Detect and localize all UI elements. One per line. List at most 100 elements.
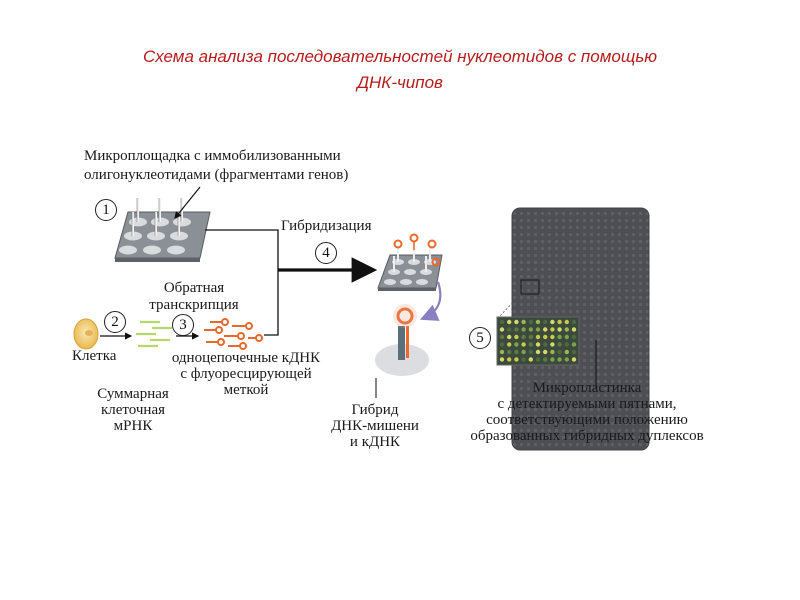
microplate-spot xyxy=(535,334,541,340)
microplate-line-3: соответствующими положению xyxy=(486,412,688,428)
microplate-spot xyxy=(535,327,541,332)
microplate-spot xyxy=(564,334,569,340)
microplate-spot xyxy=(550,327,555,332)
microplate-spot xyxy=(507,319,512,325)
microplate-spot xyxy=(528,327,533,332)
microplate-spot xyxy=(543,349,548,355)
microplate-spot xyxy=(564,342,569,347)
microplate-spot xyxy=(521,357,526,362)
microplatform-label-line-2: олигонуклеотидами (фрагментами генов) xyxy=(84,167,349,183)
microplate-spot xyxy=(557,342,562,347)
microplate-spot xyxy=(521,342,526,347)
microplate-line-1: Микропластинка xyxy=(532,380,642,396)
microplate-spot xyxy=(571,357,577,362)
microplate-spot xyxy=(499,342,505,347)
microplate-spot xyxy=(507,342,512,347)
hybrid-label: Гибрид ДНК-мишени и кДНК xyxy=(310,402,440,450)
microplate-spot xyxy=(550,342,555,347)
microplate-spot xyxy=(521,349,526,355)
microplate-spot xyxy=(571,349,577,355)
microplate-line-4: образованных гибридных дуплексов xyxy=(470,428,704,444)
microplate-spot xyxy=(543,357,548,362)
microplate-spot xyxy=(528,319,533,325)
microplate-spot xyxy=(514,357,519,362)
microplate-line-2: с детектируемыми пятнами, xyxy=(497,396,677,412)
slide-title-line-1: Схема анализа последовательностей нуклео… xyxy=(142,47,658,66)
hybrid-line-1: Гибрид xyxy=(351,402,399,418)
hybrid-probe xyxy=(375,304,429,376)
microplate-spot xyxy=(499,327,505,332)
hybridization-label: Гибридизация xyxy=(281,218,372,234)
microplate-spot xyxy=(557,327,562,332)
ssdna-label: одноцепочечные кДНК с флуоресцирующей ме… xyxy=(143,350,349,398)
microplate-spot xyxy=(507,327,512,332)
microplate-spot xyxy=(521,334,526,340)
microplate-spot xyxy=(571,334,577,340)
microplate-spot xyxy=(564,349,569,355)
mrna-line-2: клеточная xyxy=(100,402,166,418)
mrna-strands xyxy=(136,320,172,348)
microplate-spot xyxy=(528,357,533,362)
microplate-spot xyxy=(499,349,505,355)
microplate-spot xyxy=(507,349,512,355)
step-5-badge: 5 xyxy=(469,327,491,349)
microplate-spot xyxy=(499,334,505,340)
microplate-spot xyxy=(550,334,555,340)
microplate-spot xyxy=(550,357,555,362)
reverse-transcription-line-2: транскрипция xyxy=(149,297,239,313)
microplate-spot xyxy=(514,334,519,340)
microplate-spot xyxy=(499,319,505,325)
microplatform-label-line-1: Микроплощадка с иммобилизованными xyxy=(84,148,341,164)
microplate-spot xyxy=(521,327,526,332)
microplate-spot xyxy=(514,327,519,332)
microplate-spot xyxy=(557,349,562,355)
microplate-spot xyxy=(514,349,519,355)
microplate-spot xyxy=(535,357,541,362)
microplate-spot xyxy=(564,327,569,332)
microplate-spot xyxy=(543,327,548,332)
microplate-spot xyxy=(514,342,519,347)
microplate-spot xyxy=(528,342,533,347)
microplate-spot xyxy=(543,334,548,340)
slide-title-line-2: ДНК-чипов xyxy=(357,73,443,92)
mrna-line-1: Суммарная xyxy=(97,386,169,402)
mrna-line-3: мРНК xyxy=(113,418,153,434)
step-2-badge: 2 xyxy=(104,311,126,333)
cell-label: Клетка xyxy=(72,348,117,364)
microplate-spot xyxy=(550,319,555,325)
reverse-transcription-line-1: Обратная xyxy=(163,280,225,296)
cdna-strands xyxy=(204,318,263,350)
microplate-spot xyxy=(557,357,562,362)
microplate-spot xyxy=(514,319,519,325)
microplate-spot xyxy=(557,319,562,325)
microplate-spot xyxy=(571,319,577,325)
chip-1 xyxy=(114,198,211,262)
microplate-spot xyxy=(528,349,533,355)
microplate-spot xyxy=(571,327,577,332)
step-1-badge: 1 xyxy=(95,199,117,221)
microplate-spot xyxy=(535,342,541,347)
microplate-spot xyxy=(499,357,505,362)
mrna-label: Суммарная клеточная мРНК xyxy=(78,386,188,434)
microplate-spot xyxy=(521,319,526,325)
microplate-spot xyxy=(564,357,569,362)
microplate-spot xyxy=(535,349,541,355)
microplate-spot xyxy=(571,342,577,347)
microplate-spot xyxy=(550,349,555,355)
microplate-spot xyxy=(543,319,548,325)
chip-4 xyxy=(377,233,443,291)
ssdna-line-1: одноцепочечные кДНК xyxy=(171,350,321,366)
ssdna-line-2: с флуоресцирующей xyxy=(180,366,312,382)
step-3-badge: 3 xyxy=(172,314,194,336)
step-4-badge: 4 xyxy=(315,242,337,264)
microplate-spot xyxy=(543,342,548,347)
microplate-zoom-inset xyxy=(496,316,580,366)
slide-title: Схема анализа последовательностей нуклео… xyxy=(0,44,800,96)
microplate-spot xyxy=(507,334,512,340)
hybrid-line-3: и кДНК xyxy=(349,434,401,450)
hybrid-line-2: ДНК-мишени xyxy=(331,418,419,434)
microplate-label: Микропластинка с детектируемыми пятнами,… xyxy=(432,380,742,444)
microplate-spot xyxy=(564,319,569,325)
reverse-transcription-label: Обратная транскрипция xyxy=(130,280,258,314)
